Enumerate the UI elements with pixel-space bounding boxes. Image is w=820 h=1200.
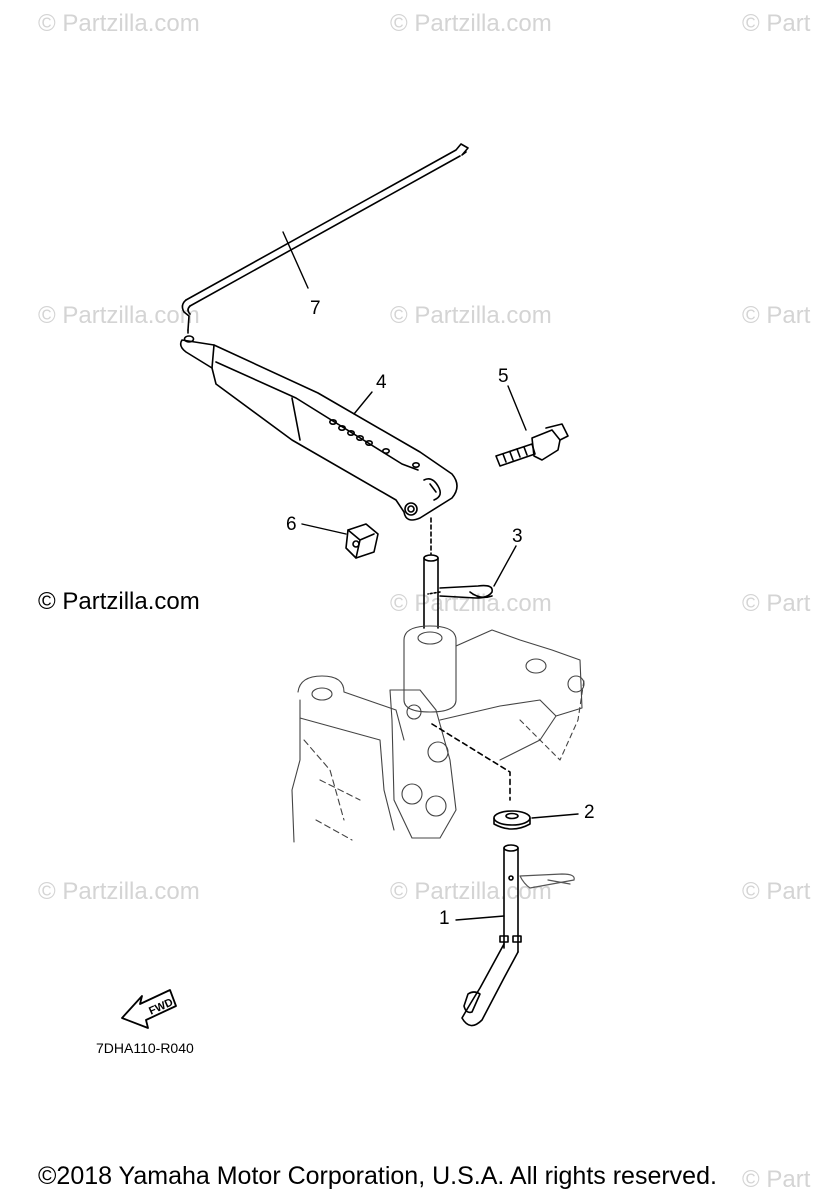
part-6-nut xyxy=(345,523,379,559)
part-4-lever xyxy=(179,335,458,521)
part-1-pin xyxy=(461,844,522,1027)
callout-5: 5 xyxy=(498,366,509,387)
watermark: © Partzilla.com xyxy=(38,10,200,37)
watermark: © Partzilla.com xyxy=(390,302,552,329)
alignment-line xyxy=(431,723,511,801)
callout-6: 6 xyxy=(286,514,297,535)
watermark: © Part xyxy=(742,302,811,329)
part-2-washer xyxy=(493,810,531,830)
watermark: © Partzilla.com xyxy=(38,302,200,329)
watermark: © Partzilla.com xyxy=(38,878,200,905)
callout-2: 2 xyxy=(584,802,595,823)
callout-7: 7 xyxy=(310,298,321,319)
callout-4: 4 xyxy=(376,372,387,393)
callout-3: 3 xyxy=(512,526,523,547)
watermark: © Partzilla.com xyxy=(390,10,552,37)
watermark: © Partzilla.com xyxy=(390,590,552,617)
lower-clip xyxy=(519,873,575,889)
watermark: © Part xyxy=(742,878,811,905)
upper-pin xyxy=(423,517,439,629)
part-7-rod xyxy=(181,143,469,337)
copyright-notice: ©2018 Yamaha Motor Corporation, U.S.A. A… xyxy=(38,1162,717,1190)
watermark: © Part xyxy=(742,590,811,617)
watermark: © Part xyxy=(742,1166,811,1193)
callout-1: 1 xyxy=(439,908,450,929)
fwd-arrow-icon: FWD xyxy=(121,989,177,1029)
part-3-clip xyxy=(427,584,494,599)
watermark: © Part xyxy=(742,10,811,37)
brand-label: © Partzilla.com xyxy=(38,588,200,615)
part-5-bolt xyxy=(495,423,569,467)
diagram-code: 7DHA110-R040 xyxy=(96,1040,194,1056)
bracket-casting xyxy=(291,625,585,843)
leader-lines xyxy=(282,231,579,921)
